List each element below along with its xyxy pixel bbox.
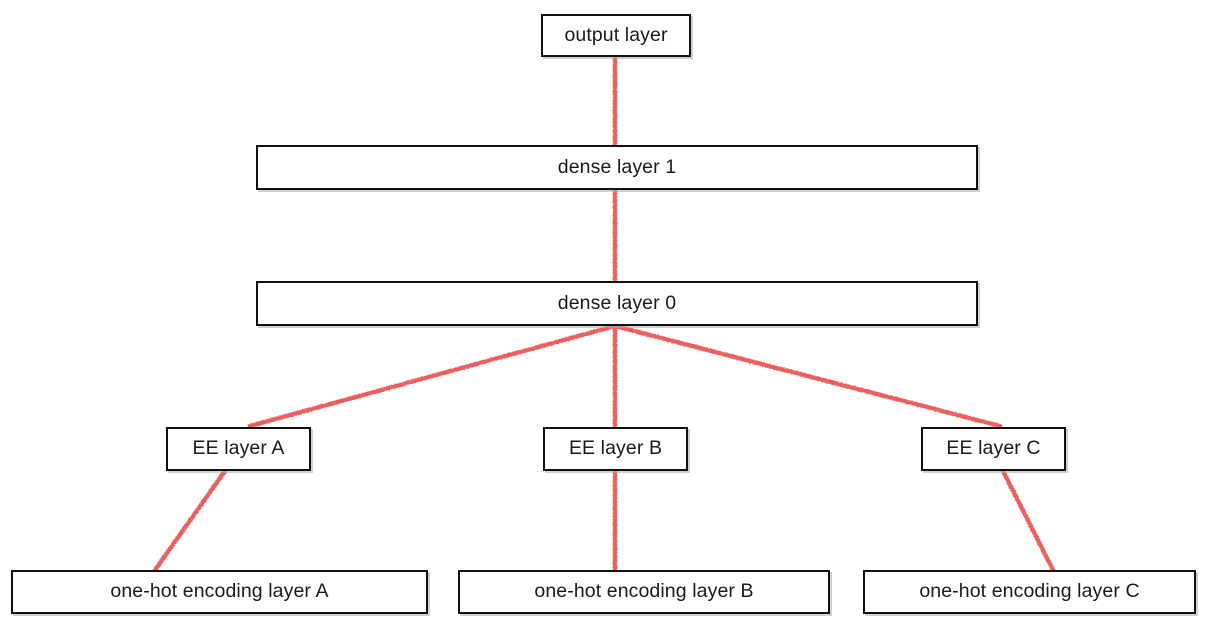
node-one-hot-encoding-layer-a[interactable]: one-hot encoding layer A bbox=[11, 570, 428, 614]
node-one-hot-encoding-layer-c[interactable]: one-hot encoding layer C bbox=[863, 570, 1196, 614]
node-one-hot-encoding-layer-b[interactable]: one-hot encoding layer B bbox=[458, 570, 830, 614]
node-label-one-hot-encoding-layer-a: one-hot encoding layer A bbox=[110, 580, 329, 603]
node-label-ee-layer-b: EE layer B bbox=[568, 437, 663, 460]
node-label-dense-layer-0: dense layer 0 bbox=[557, 291, 677, 314]
node-label-dense-layer-1: dense layer 1 bbox=[557, 155, 677, 178]
node-label-one-hot-encoding-layer-c: one-hot encoding layer C bbox=[919, 580, 1140, 603]
node-ee-layer-a[interactable]: EE layer A bbox=[166, 427, 311, 471]
node-label-ee-layer-c: EE layer C bbox=[946, 437, 1041, 460]
node-ee-layer-b[interactable]: EE layer B bbox=[543, 427, 688, 471]
node-label-output-layer: output layer bbox=[564, 23, 668, 46]
edge-onehot-c-to-ee-c bbox=[1000, 468, 1056, 573]
node-label-ee-layer-a: EE layer A bbox=[192, 437, 285, 460]
edge-onehot-a-to-ee-a bbox=[152, 468, 228, 573]
node-dense-layer-0[interactable]: dense layer 0 bbox=[256, 281, 978, 326]
edge-ee-c-to-dense0 bbox=[612, 323, 1003, 429]
node-dense-layer-1[interactable]: dense layer 1 bbox=[256, 145, 978, 190]
node-ee-layer-c[interactable]: EE layer C bbox=[921, 427, 1066, 471]
edge-ee-a-to-dense0 bbox=[247, 323, 618, 429]
node-label-one-hot-encoding-layer-b: one-hot encoding layer B bbox=[534, 580, 754, 603]
node-output-layer[interactable]: output layer bbox=[541, 14, 691, 57]
